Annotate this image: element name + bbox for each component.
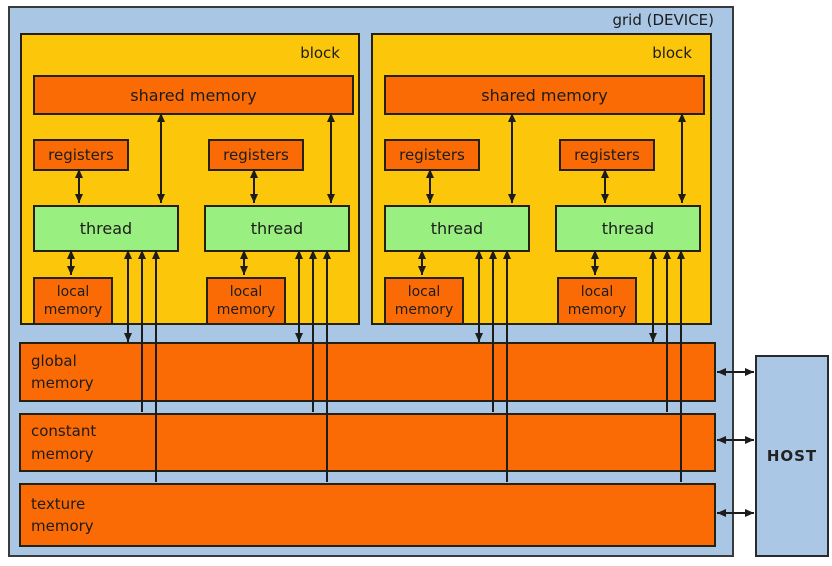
constant-memory-label: constant memory [31,422,97,463]
texture-memory-bar: texture memory [19,483,716,547]
thread-box: thread [204,205,350,252]
registers-box: registers [33,139,129,171]
registers-box: registers [384,139,480,171]
block-1: block shared memory registers registers … [20,33,360,325]
local-memory-box: local memory [33,277,113,325]
block-label: block [300,44,340,62]
registers-box: registers [559,139,655,171]
global-memory-bar: global memory [19,342,716,402]
thread-box: thread [384,205,530,252]
grid-device-label: grid (DEVICE) [612,11,714,29]
thread-box: thread [555,205,701,252]
thread-box: thread [33,205,179,252]
local-memory-box: local memory [206,277,286,325]
texture-memory-label: texture memory [31,494,94,536]
host-box: HOST [755,355,829,557]
constant-memory-bar: constant memory [19,413,716,472]
local-memory-box: local memory [384,277,464,325]
block-label: block [652,44,692,62]
host-label: HOST [766,447,818,465]
global-memory-label: global memory [31,351,94,393]
registers-box: registers [208,139,304,171]
local-memory-box: local memory [557,277,637,325]
shared-memory-box: shared memory [33,75,354,115]
block-2: block shared memory registers registers … [371,33,712,325]
shared-memory-box: shared memory [384,75,705,115]
